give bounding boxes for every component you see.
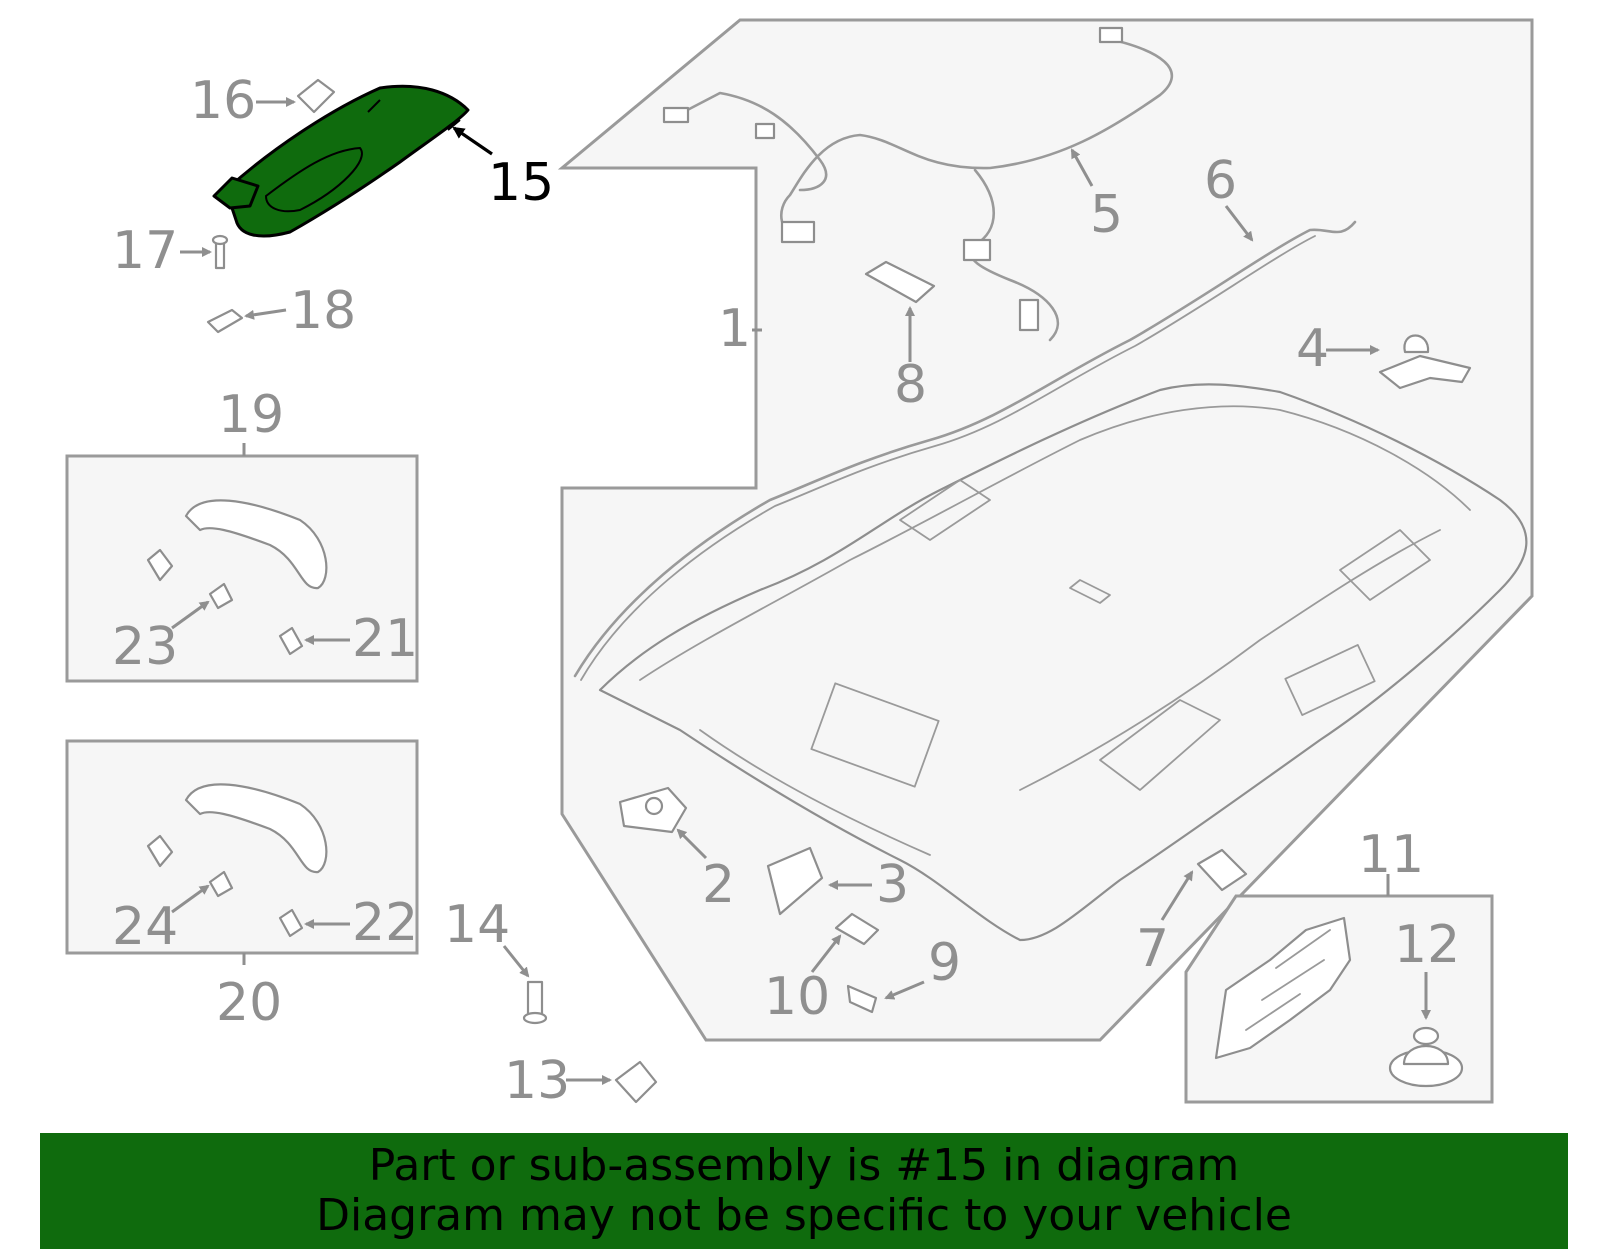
callout-9: 9 [928,933,961,993]
callout-11: 11 [1358,825,1424,885]
part-10-clip [834,912,880,946]
grab-handle-box-19 [65,454,419,683]
callout-19: 19 [218,385,284,445]
callout-18: 18 [290,281,356,341]
callout-12: 12 [1394,915,1460,975]
sun-visor-part-15 [212,84,470,238]
part-9-clip [846,984,878,1014]
callout-1: 1 [718,299,751,359]
banner-line-disclaimer: Diagram may not be specific to your vehi… [316,1190,1292,1241]
leader-lines [171,97,1431,1085]
callout-16: 16 [190,71,256,131]
part-12-clip [1388,1026,1464,1088]
callout-2: 2 [702,855,735,915]
callout-20: 20 [216,973,282,1033]
headliner-body [598,383,1528,942]
callout-7: 7 [1136,919,1169,979]
part-2-clip [618,786,688,834]
part-16-clip [296,78,336,114]
callout-8: 8 [894,355,927,415]
callout-13: 13 [504,1051,570,1111]
callout-5: 5 [1090,185,1123,245]
part-4-clip [1378,334,1472,390]
wire-harness-6 [573,220,1357,681]
part-7-lamp [1196,848,1248,892]
callout-6: 6 [1204,151,1237,211]
part-17-screw [211,234,229,270]
part-18-clip [206,308,244,334]
part-14-bolt [522,980,548,1025]
callout-15: 15 [488,153,554,213]
grab-handle-box-20 [65,739,419,955]
grab-handle-19 [146,499,328,656]
wire-harness-5 [662,26,1174,342]
callout-21: 21 [352,609,418,669]
part-3-bracket [766,846,824,916]
callout-10: 10 [764,967,830,1027]
banner-line-part: Part or sub-assembly is #15 in diagram [368,1140,1240,1191]
callout-14: 14 [444,895,510,955]
grab-handle-20 [146,783,328,938]
info-banner: Part or sub-assembly is #15 in diagram D… [40,1133,1568,1249]
callout-23: 23 [112,617,178,677]
part-13-clip [614,1060,658,1104]
callout-17: 17 [112,221,178,281]
callout-22: 22 [352,893,418,953]
callout-24: 24 [112,897,178,957]
callout-3: 3 [876,855,909,915]
callout-labels: 1 2 3 4 5 6 7 8 9 10 11 12 13 14 15 16 1… [112,71,1460,1111]
part-8-lamp [864,260,936,304]
part-11-bracket [1214,916,1352,1060]
callout-4: 4 [1296,319,1329,379]
